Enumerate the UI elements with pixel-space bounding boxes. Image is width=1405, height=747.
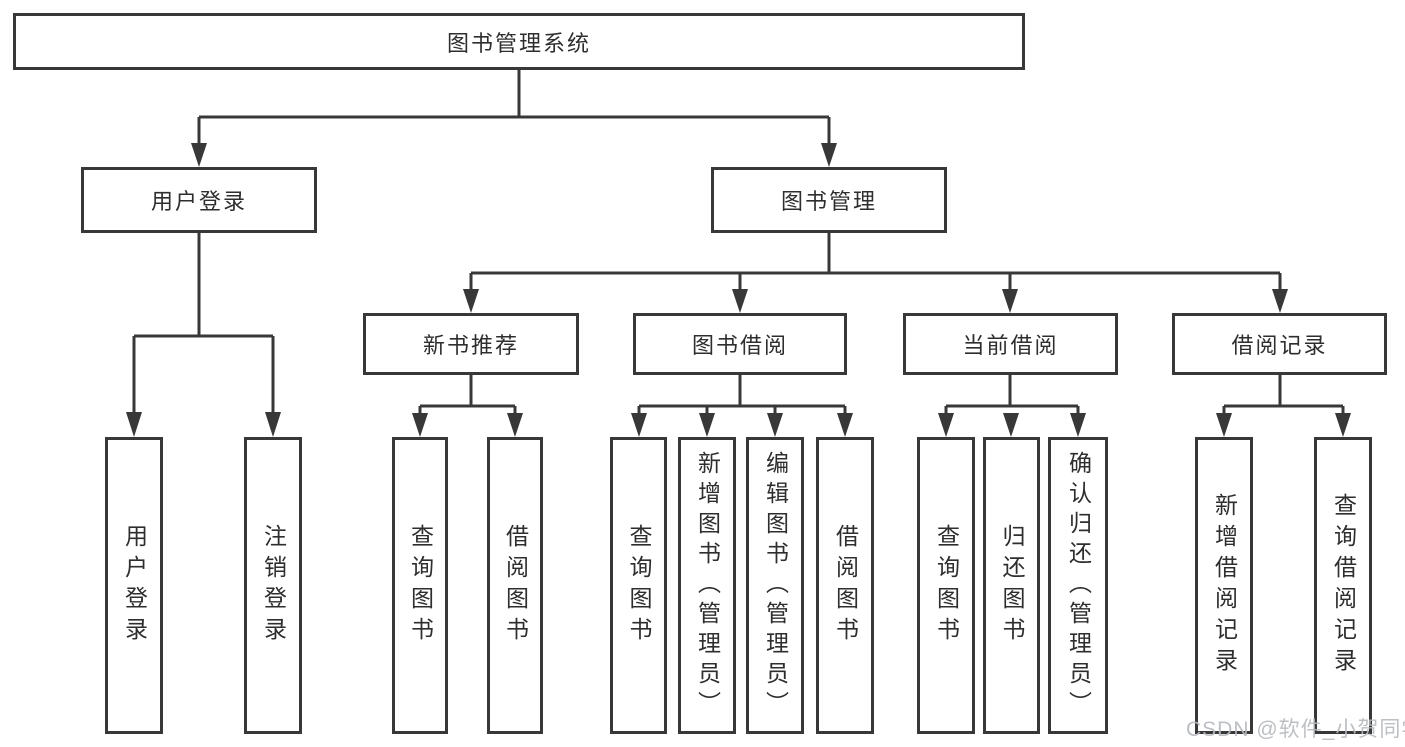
arrowhead-icon bbox=[412, 413, 428, 437]
connector-borrow-records-children bbox=[1216, 375, 1351, 437]
leaf-current-return-books: 归还图书 bbox=[983, 437, 1040, 734]
leaf-records-add-record: 新增借阅记录 bbox=[1195, 437, 1253, 734]
connector-root-to-level2 bbox=[191, 70, 837, 167]
arrowhead-icon bbox=[1002, 289, 1018, 313]
leaf-newbook-query-books: 查询图书 bbox=[392, 437, 448, 734]
connector-new-book-children bbox=[412, 375, 523, 437]
arrowhead-icon bbox=[191, 143, 207, 167]
arrowhead-icon bbox=[463, 289, 479, 313]
node-book-borrow: 图书借阅 bbox=[633, 313, 847, 375]
leaf-newbook-borrow-books: 借阅图书 bbox=[487, 437, 543, 734]
leaf-user-login: 用户登录 bbox=[105, 437, 163, 734]
arrowhead-icon bbox=[1003, 413, 1019, 437]
arrowhead-icon bbox=[938, 413, 954, 437]
connector-current-borrow-children bbox=[938, 375, 1086, 437]
arrowhead-icon bbox=[1216, 413, 1232, 437]
node-new-book-recommend: 新书推荐 bbox=[363, 313, 579, 375]
arrowhead-icon bbox=[1070, 413, 1086, 437]
arrowhead-icon bbox=[1335, 413, 1351, 437]
leaf-current-query-books: 查询图书 bbox=[917, 437, 975, 734]
arrowhead-icon bbox=[767, 413, 783, 437]
arrowhead-icon bbox=[126, 412, 142, 437]
arrowhead-icon bbox=[1272, 289, 1288, 313]
leaf-logout: 注销登录 bbox=[244, 437, 302, 734]
arrowhead-icon bbox=[732, 289, 748, 313]
node-user-login: 用户登录 bbox=[81, 167, 317, 233]
arrowhead-icon bbox=[265, 412, 281, 437]
connector-user-login-children bbox=[126, 233, 281, 437]
arrowhead-icon bbox=[699, 413, 715, 437]
node-book-management: 图书管理 bbox=[711, 167, 947, 233]
leaf-borrow-borrow-books: 借阅图书 bbox=[816, 437, 874, 734]
node-current-borrow: 当前借阅 bbox=[903, 313, 1118, 375]
arrowhead-icon bbox=[837, 413, 853, 437]
leaf-borrow-edit-books-admin: 编辑图书（管理员） bbox=[746, 437, 804, 734]
arrowhead-icon bbox=[631, 413, 647, 437]
node-borrow-records: 借阅记录 bbox=[1172, 313, 1387, 375]
node-root: 图书管理系统 bbox=[13, 13, 1025, 70]
leaf-borrow-query-books: 查询图书 bbox=[610, 437, 667, 734]
arrowhead-icon bbox=[821, 143, 837, 167]
arrowhead-icon bbox=[507, 413, 523, 437]
csdn-watermark: CSDN @软件_小贺同学 bbox=[1186, 718, 1405, 741]
connector-book-borrow-children bbox=[631, 375, 853, 437]
connector-book-management-children bbox=[463, 233, 1288, 313]
leaf-borrow-add-books-admin: 新增图书（管理员） bbox=[678, 437, 736, 734]
leaf-current-confirm-return-admin: 确认归还（管理员） bbox=[1048, 437, 1108, 734]
leaf-records-query-record: 查询借阅记录 bbox=[1314, 437, 1372, 734]
